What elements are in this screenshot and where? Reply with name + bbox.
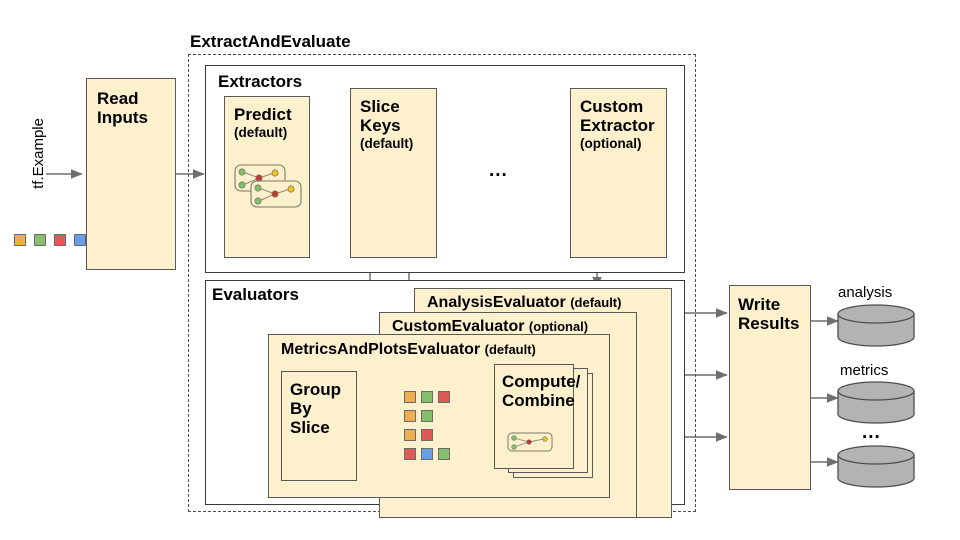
read-inputs-label: Read Inputs [97,89,148,127]
slice-chip [404,429,416,441]
extractors-section-title: Extractors [218,72,303,91]
evaluator-analysis-name: AnalysisEvaluator [427,294,566,311]
compute-graph-icon [507,432,553,452]
extractor-slice-keys[interactable]: Slice Keys (default) [350,88,437,258]
slice-chip [421,429,433,441]
slice-chip-row-1 [404,391,450,403]
slice-chip [404,410,416,422]
compute-combine-box[interactable]: Compute/ Combine [494,364,581,469]
write-results-box[interactable]: Write Results [729,285,811,490]
legend-chip [34,234,46,246]
slice-chip [404,448,416,460]
slice-chip [438,448,450,460]
evaluator-metrics-and-plots-name: MetricsAndPlotsEvaluator [281,341,481,358]
slice-chip-row-2 [404,410,433,422]
group-by-slice-box[interactable]: Group By Slice [281,371,357,481]
legend-chip [54,234,66,246]
output-metrics-cylinder [837,381,915,424]
slice-chip [421,391,433,403]
evaluators-section-title: Evaluators [212,285,299,304]
extractor-custom-qualifier: (optional) [580,136,642,151]
slice-chip-row-3 [404,429,433,441]
legend-chips [14,234,86,246]
legend-chip [14,234,26,246]
slice-chip [421,448,433,460]
slice-chip [438,391,450,403]
slice-chip [421,410,433,422]
evaluator-metrics-and-plots-qualifier: (default) [484,342,536,357]
legend-chip [74,234,86,246]
extractor-predict-qualifier: (default) [234,125,288,140]
compute-combine-label: Compute/ Combine [502,372,581,410]
extractor-custom[interactable]: Custom Extractor (optional) [570,88,667,258]
extractors-ellipsis: ... [489,160,508,181]
extractor-predict[interactable]: Predict (default) [224,96,310,258]
output-analysis-cylinder [837,304,915,347]
outputs-ellipsis: ... [862,422,881,443]
extractor-slice-keys-qualifier: (default) [360,136,414,151]
extractor-predict-name: Predict [234,105,292,124]
output-metrics-label: metrics [840,362,889,379]
output-analysis-label: analysis [838,284,893,301]
slice-chip-row-4 [404,448,450,460]
evaluator-analysis-qualifier: (default) [570,295,622,310]
output-other-cylinder [837,445,915,488]
evaluator-custom-name: CustomEvaluator [392,318,525,335]
evaluator-custom-qualifier: (optional) [528,319,589,334]
model-graph-icon [234,164,302,208]
read-inputs-box[interactable]: Read Inputs [86,78,176,270]
extractor-slice-keys-name: Slice Keys [360,97,401,135]
group-by-slice-label: Group By Slice [290,380,341,437]
extract-and-evaluate-title: ExtractAndEvaluate [190,32,351,51]
input-tf-example-label: tf.Example [30,118,47,189]
write-results-label: Write Results [738,295,800,333]
extractor-custom-name: Custom Extractor [580,97,655,135]
slice-chip [404,391,416,403]
